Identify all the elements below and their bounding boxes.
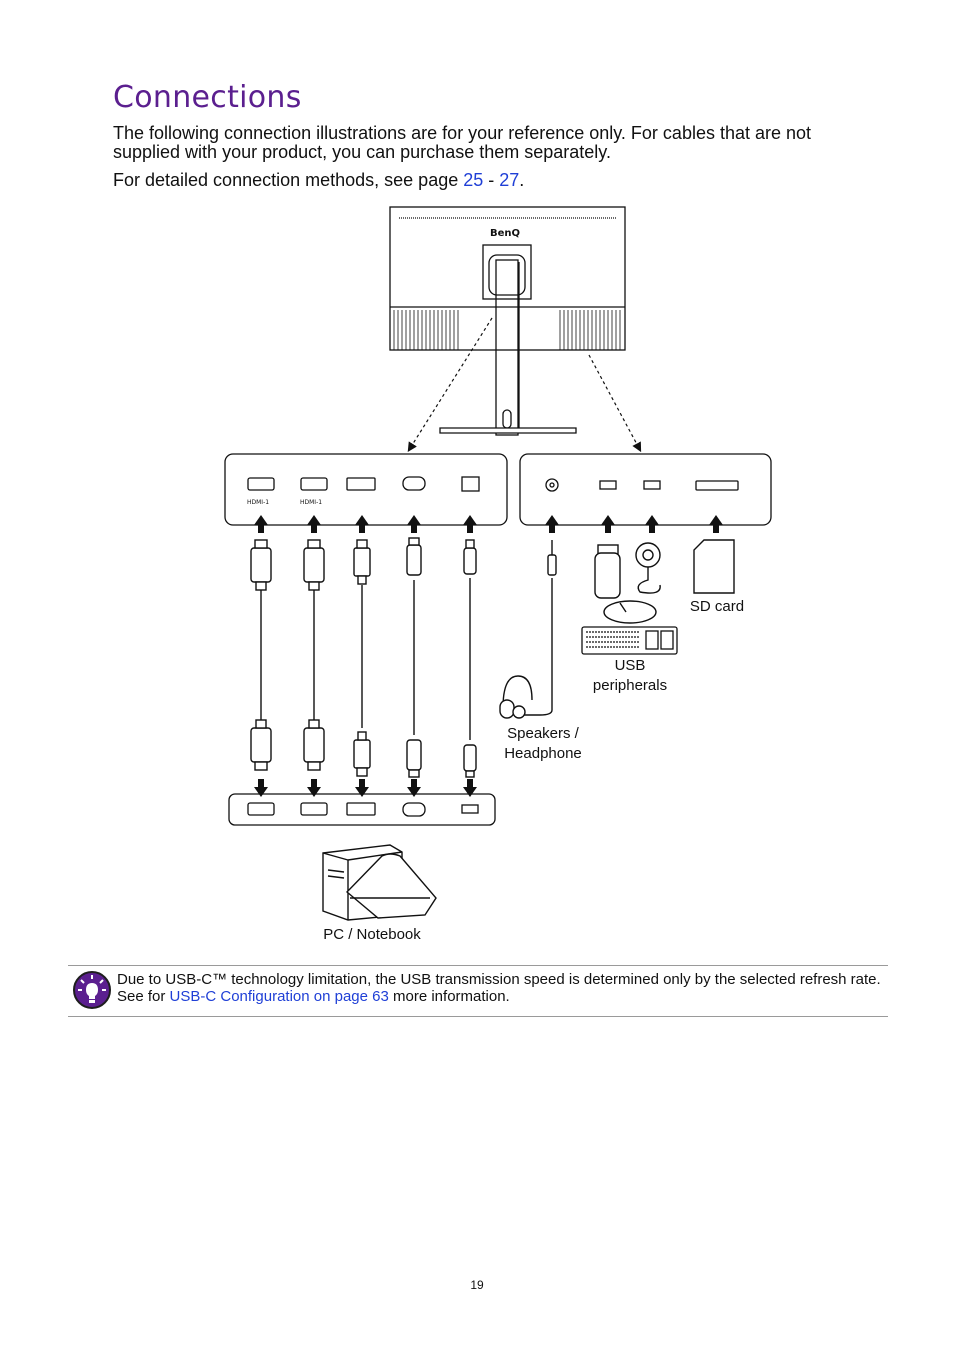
usb-peripherals-label-line1: USB bbox=[614, 657, 646, 674]
intro-paragraph: The following connection illustrations a… bbox=[113, 123, 812, 162]
lightbulb-icon bbox=[73, 971, 111, 1009]
page-number: 19 bbox=[470, 1278, 484, 1292]
webcam-icon bbox=[635, 542, 661, 594]
monitor-back-illustration bbox=[389, 206, 626, 436]
pc-notebook-label: PC / Notebook bbox=[323, 926, 421, 943]
connection-diagram: BenQ HDMI-1 HDMI-1 bbox=[224, 206, 772, 921]
usb-peripherals-label-line2: peripherals bbox=[592, 677, 668, 694]
page-link-27[interactable]: 27 bbox=[499, 170, 520, 190]
period: . bbox=[519, 170, 525, 190]
brand-logo: BenQ bbox=[490, 228, 520, 239]
note-bottom-rule bbox=[68, 1016, 888, 1017]
note-text-prefix: Due to USB-C™ technology limitation, the… bbox=[117, 971, 881, 1005]
sd-card-label: SD card bbox=[689, 598, 745, 615]
detail-reference: For detailed connection methods, see pag… bbox=[113, 171, 883, 190]
pc-port-panel bbox=[228, 793, 496, 826]
speakers-label-line2: Headphone bbox=[504, 745, 582, 762]
usb-drive-icon bbox=[594, 544, 621, 599]
detail-text: For detailed connection methods, see pag… bbox=[113, 170, 464, 190]
monitor-port-panel-right bbox=[519, 453, 772, 526]
pc-notebook-icon bbox=[322, 844, 437, 921]
zoom-pointers bbox=[407, 317, 642, 453]
down-arrows bbox=[254, 779, 477, 797]
mouse-icon bbox=[603, 600, 657, 624]
usb-c-config-link[interactable]: USB-C Configuration on page 63 bbox=[169, 988, 389, 1005]
note-top-rule bbox=[68, 965, 888, 966]
speakers-label-line1: Speakers / bbox=[507, 725, 579, 742]
keyboard-icon bbox=[581, 626, 678, 655]
hdmi2-port-label: HDMI-1 bbox=[300, 499, 322, 506]
page-title: Connections bbox=[113, 80, 302, 115]
headphone-icon bbox=[499, 675, 533, 719]
sd-card-icon bbox=[693, 539, 735, 594]
monitor-port-panel-left bbox=[224, 453, 508, 526]
up-arrows bbox=[254, 515, 723, 533]
range-separator: - bbox=[483, 170, 500, 190]
page-link-25[interactable]: 25 bbox=[463, 170, 484, 190]
note-text-suffix: more information. bbox=[388, 988, 510, 1005]
note-text: Due to USB-C™ technology limitation, the… bbox=[117, 971, 887, 1005]
hdmi1-port-label: HDMI-1 bbox=[247, 499, 269, 506]
cables bbox=[250, 537, 557, 778]
